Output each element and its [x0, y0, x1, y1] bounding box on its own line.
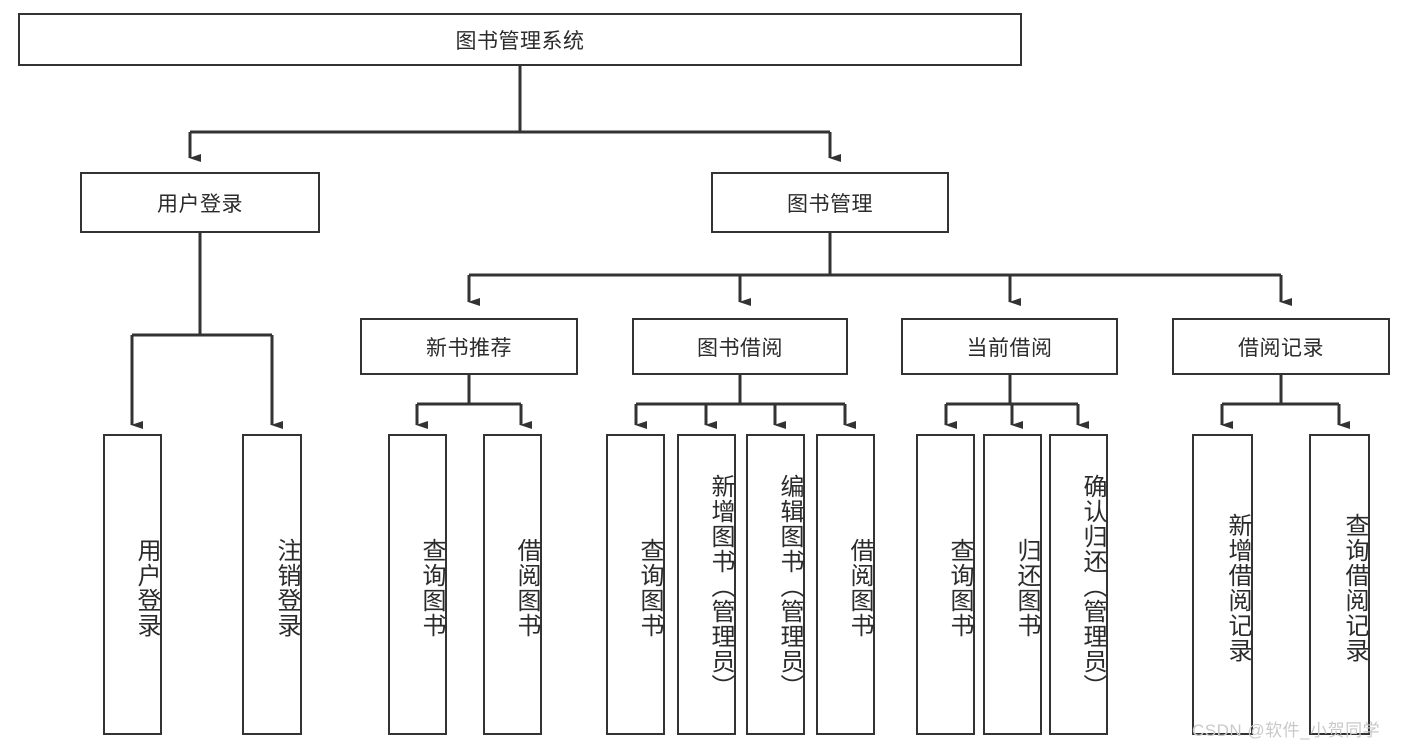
node-borrow-record[interactable]: 借阅记录 [1172, 318, 1390, 375]
node-new-book-recommend[interactable]: 新书推荐 [360, 318, 578, 375]
leaf-record-add-record[interactable]: 新增借阅记录 [1192, 434, 1253, 735]
leaf-borrow-add-book-admin[interactable]: 新增图书（管理员） [677, 434, 736, 735]
leaf-user-login-signout[interactable]: 注销登录 [242, 434, 302, 735]
leaf-new-book-borrow[interactable]: 借阅图书 [483, 434, 542, 735]
leaf-borrow-borrow-book[interactable]: 借阅图书 [816, 434, 875, 735]
watermark-credit: CSDN @软件_小贺同学 [1192, 721, 1381, 740]
leaf-current-confirm-return-admin[interactable]: 确认归还（管理员） [1049, 434, 1108, 735]
node-book-management[interactable]: 图书管理 [711, 172, 949, 233]
leaf-user-login-signin[interactable]: 用户登录 [103, 434, 162, 735]
node-user-login[interactable]: 用户登录 [80, 172, 320, 233]
leaf-current-query-book[interactable]: 查询图书 [916, 434, 975, 735]
leaf-record-query-record[interactable]: 查询借阅记录 [1309, 434, 1370, 735]
leaf-borrow-query-book[interactable]: 查询图书 [606, 434, 665, 735]
leaf-borrow-edit-book-admin[interactable]: 编辑图书（管理员） [746, 434, 805, 735]
node-current-borrow[interactable]: 当前借阅 [901, 318, 1118, 375]
node-root-system[interactable]: 图书管理系统 [18, 13, 1022, 66]
leaf-current-return-book[interactable]: 归还图书 [983, 434, 1042, 735]
node-book-borrow[interactable]: 图书借阅 [632, 318, 848, 375]
leaf-new-book-query[interactable]: 查询图书 [388, 434, 447, 735]
